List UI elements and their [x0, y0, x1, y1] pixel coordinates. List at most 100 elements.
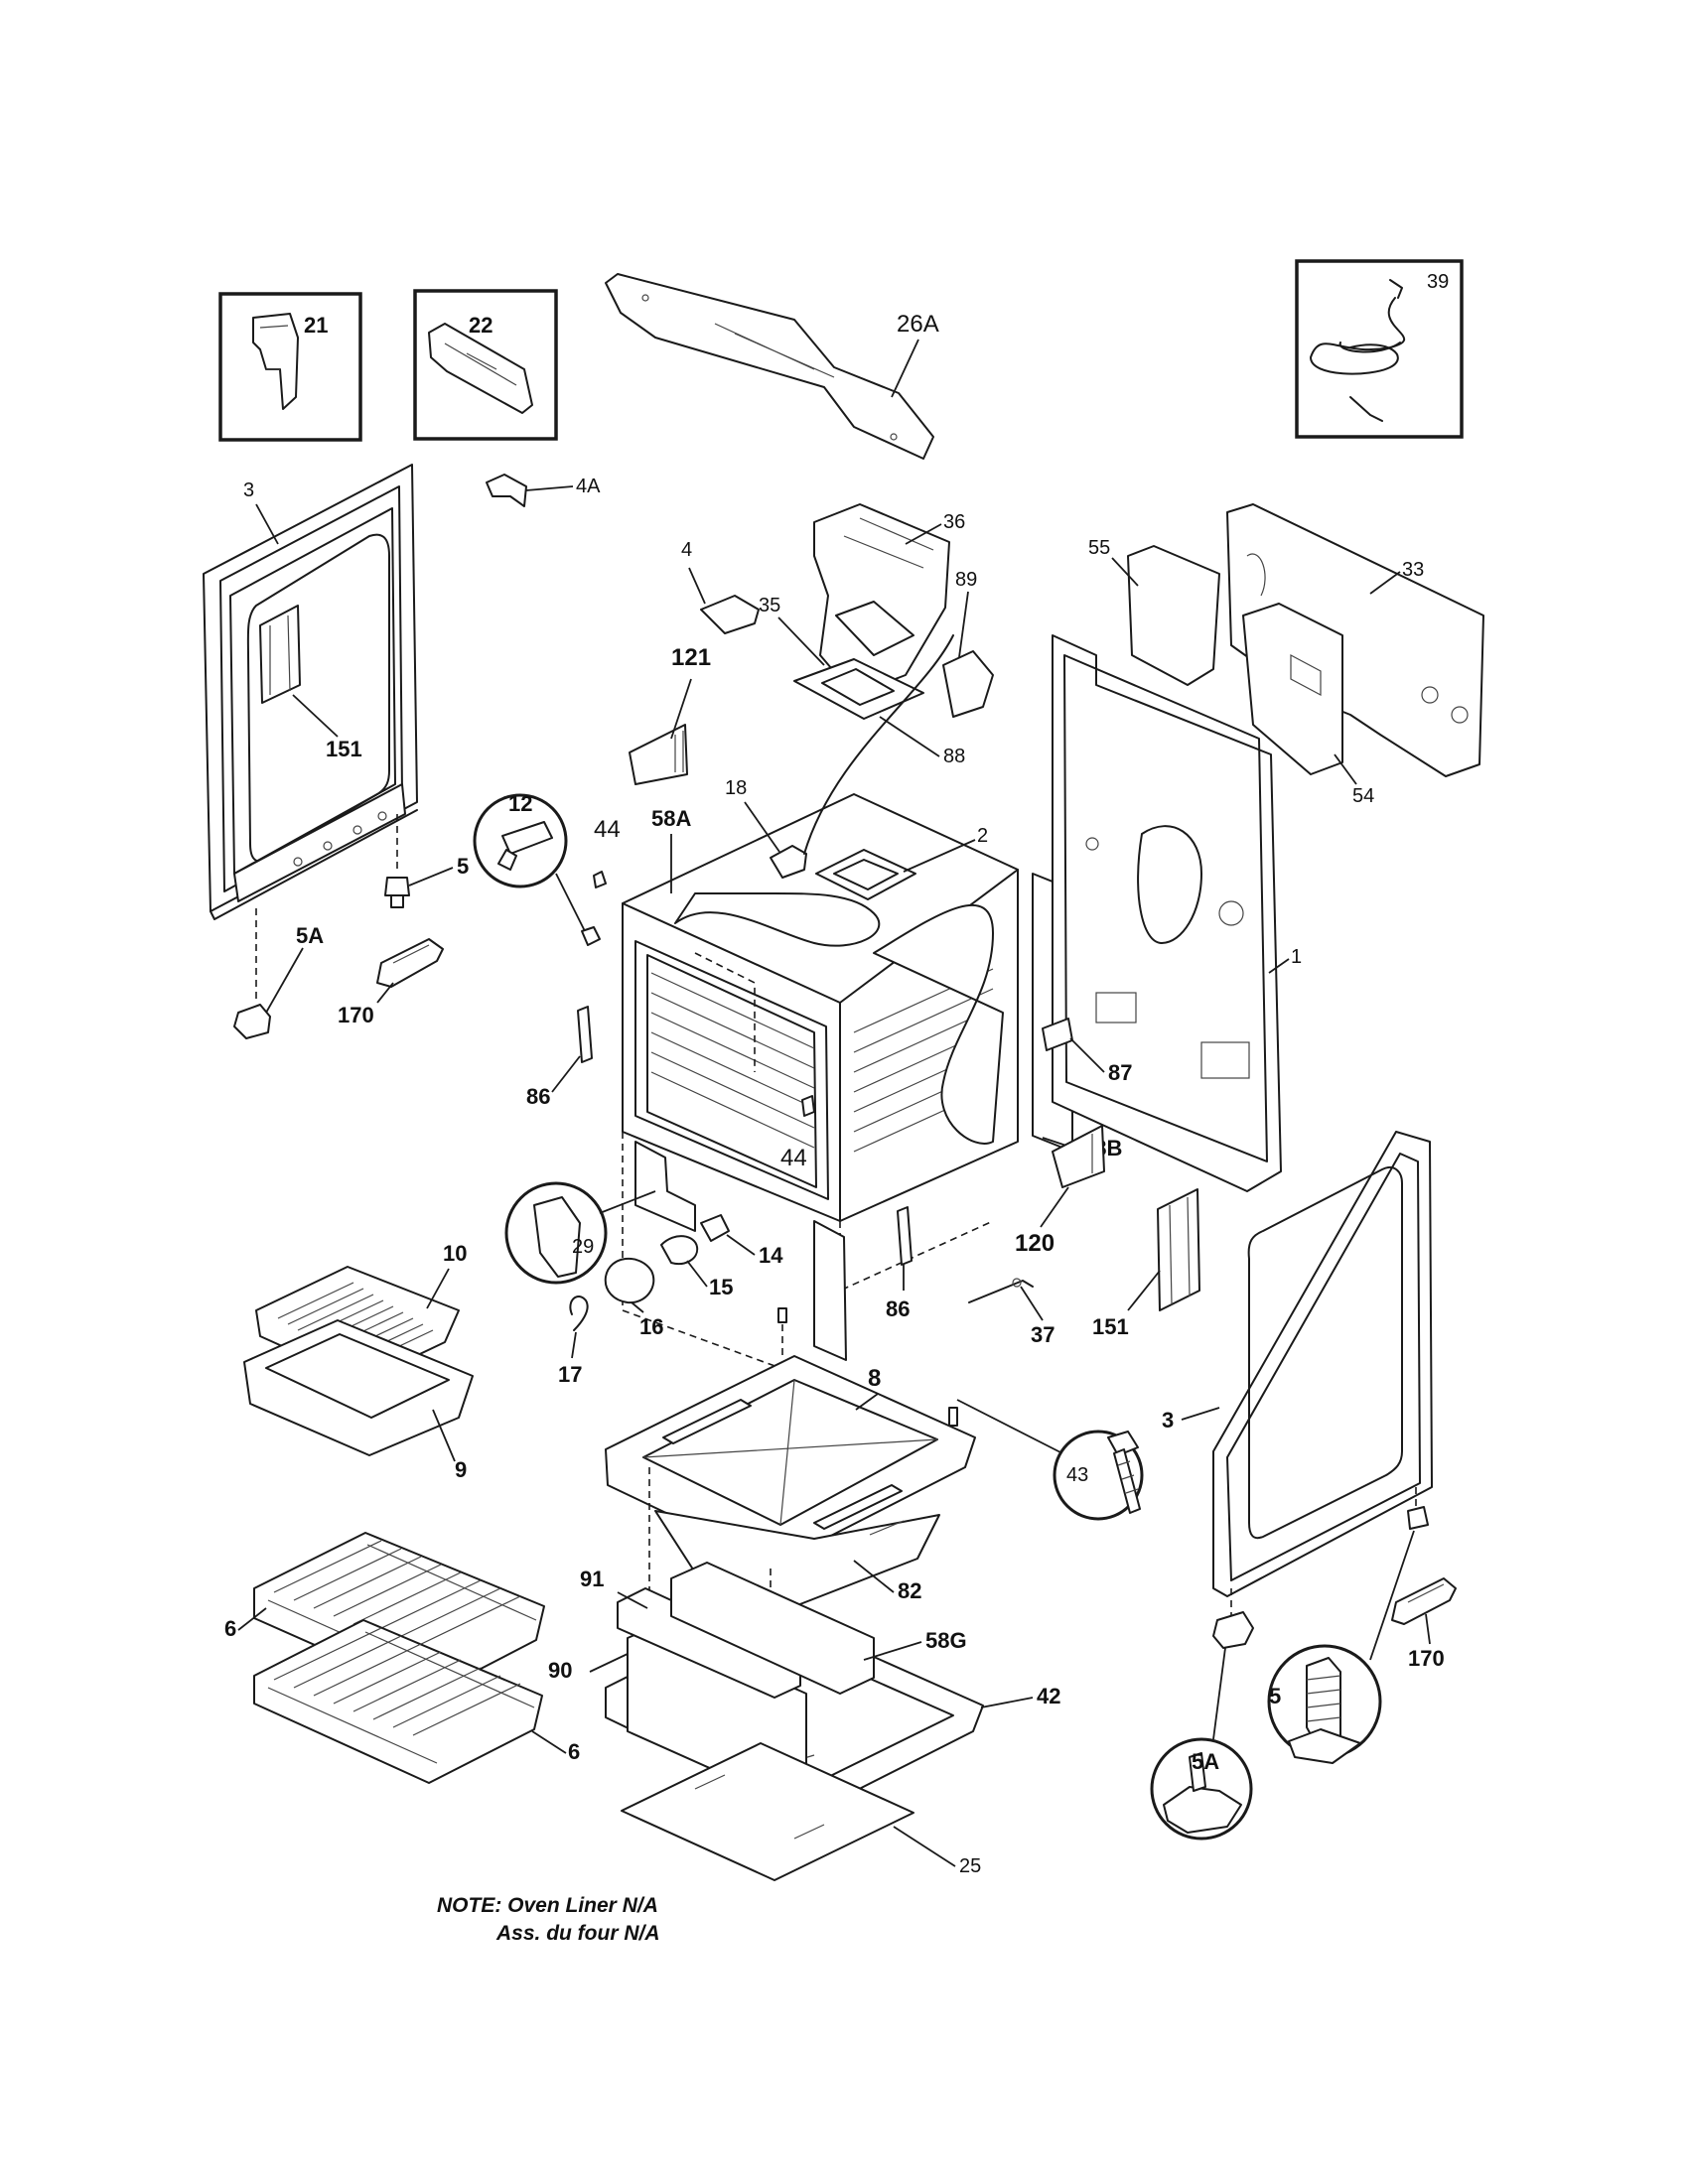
label-58A: 58A — [651, 806, 691, 831]
label-44-upper: 44 — [594, 816, 621, 843]
part-87-connector: 87 — [1042, 1018, 1132, 1085]
part-89-wire-harness: 89 — [803, 569, 994, 855]
part-3-right-side-panel: 3 — [1162, 1131, 1433, 1597]
label-29: 29 — [572, 1236, 594, 1258]
label-17: 17 — [558, 1362, 582, 1387]
label-6-lower: 6 — [568, 1739, 580, 1764]
part-29-lamp-inset: 29 — [504, 1181, 656, 1285]
label-91: 91 — [580, 1567, 604, 1591]
label-4A: 4A — [576, 476, 601, 497]
label-55: 55 — [1088, 537, 1110, 559]
label-8: 8 — [868, 1365, 881, 1392]
label-21: 21 — [304, 313, 328, 338]
label-151-right: 151 — [1092, 1314, 1129, 1339]
part-35-gasket: 35 — [759, 595, 924, 720]
label-39: 39 — [1427, 271, 1449, 293]
part-91-rail: 91 — [580, 1567, 801, 1699]
label-22: 22 — [469, 313, 492, 338]
part-1-back-panel: 1 — [1052, 634, 1302, 1192]
part-58G-insulation: 58G — [670, 1562, 967, 1695]
label-121: 121 — [671, 644, 711, 671]
part-26A-top-brace: 26A — [605, 273, 939, 460]
label-44-lower: 44 — [780, 1145, 807, 1171]
part-4-clip: 4 — [681, 539, 760, 634]
part-37-wire: 37 — [968, 1278, 1055, 1347]
label-86-right: 86 — [886, 1297, 910, 1321]
label-151-left: 151 — [326, 737, 362, 761]
part-5-left-leveler: 5 — [384, 814, 469, 908]
label-5-left: 5 — [457, 854, 469, 879]
label-16: 16 — [639, 1314, 663, 1339]
part-17-wire-clip: 17 — [558, 1296, 589, 1387]
label-86-left: 86 — [526, 1084, 550, 1109]
label-2: 2 — [977, 825, 988, 847]
label-54: 54 — [1352, 785, 1374, 807]
label-90: 90 — [548, 1658, 572, 1683]
label-3-left: 3 — [243, 479, 254, 501]
label-82: 82 — [898, 1578, 921, 1603]
part-151-left-bracket: 151 — [259, 605, 362, 761]
part-54-bracket: 54 — [1242, 603, 1374, 807]
part-170-right-bracket: 170 — [1391, 1577, 1457, 1671]
label-120: 120 — [1015, 1230, 1055, 1257]
label-15: 15 — [709, 1275, 733, 1299]
part-5A-left-foot: 5A — [233, 908, 324, 1039]
label-43: 43 — [1066, 1464, 1088, 1486]
label-170-right: 170 — [1408, 1646, 1445, 1671]
part-121-bracket: 121 — [629, 644, 711, 785]
label-89: 89 — [955, 569, 977, 591]
part-14-lamp-socket: 14 — [700, 1214, 783, 1268]
part-8-oven-bottom: 8 — [605, 1307, 976, 1566]
note-line-1: NOTE: Oven Liner N/A — [437, 1894, 658, 1917]
label-14: 14 — [759, 1243, 783, 1268]
part-151-right-bracket: 151 — [1092, 1188, 1200, 1339]
label-9: 9 — [455, 1457, 467, 1482]
label-26A: 26A — [897, 311, 939, 338]
label-42: 42 — [1037, 1684, 1060, 1708]
label-10: 10 — [443, 1241, 467, 1266]
note-line-2: Ass. du four N/A — [495, 1922, 660, 1945]
label-35: 35 — [759, 595, 780, 616]
label-6-upper: 6 — [224, 1616, 236, 1641]
part-2-vent-plate: 2 — [815, 825, 988, 900]
part-5-right-leveler: 5 — [1267, 1487, 1429, 1764]
label-5A-left: 5A — [296, 923, 324, 948]
label-5-right: 5 — [1269, 1684, 1281, 1708]
part-15-lamp-bulb: 15 — [660, 1235, 733, 1299]
part-16-lamp-cover: 16 — [604, 1257, 663, 1339]
part-55-cover: 55 — [1088, 537, 1220, 686]
part-86-right-clip: 86 — [886, 1206, 913, 1321]
part-170-left-bracket: 170 — [338, 938, 444, 1027]
part-6-upper-rack: 6 — [224, 1532, 545, 1697]
label-37: 37 — [1031, 1322, 1055, 1347]
part-88-bracket: 88 — [879, 716, 965, 767]
part-25-bottom-cover: 25 — [621, 1742, 981, 1881]
label-12: 12 — [508, 791, 532, 816]
inset-box-21: 21 — [218, 292, 362, 442]
part-18-switch: 18 — [725, 777, 807, 879]
label-3-right: 3 — [1162, 1408, 1174, 1433]
part-120-bracket: 120 — [1015, 1125, 1105, 1257]
label-25: 25 — [959, 1855, 981, 1877]
part-12-sensor-inset: 12 — [473, 791, 601, 946]
label-5A-right: 5A — [1192, 1749, 1219, 1774]
label-87: 87 — [1108, 1060, 1132, 1085]
label-18: 18 — [725, 777, 747, 799]
part-3-left-side-panel: 3 — [203, 464, 418, 920]
inset-box-22: 22 — [413, 289, 558, 441]
part-oven-cavity: 58A — [622, 793, 1073, 1391]
part-9-broiler-pan: 9 — [243, 1319, 474, 1482]
diagram-note: NOTE: Oven Liner N/A Ass. du four N/A — [437, 1894, 660, 1945]
part-86-left-clip: 86 — [526, 1006, 593, 1109]
part-44-upper-bulb: 44 — [593, 816, 621, 888]
part-43-screw-inset: 43 — [956, 1399, 1144, 1521]
label-170-left: 170 — [338, 1003, 374, 1027]
label-88: 88 — [943, 746, 965, 767]
part-4A-clip: 4A — [486, 474, 601, 507]
part-6-lower-rack: 6 — [253, 1619, 580, 1784]
label-4: 4 — [681, 539, 692, 561]
label-36: 36 — [943, 511, 965, 533]
part-5A-right-foot: 5A — [1150, 1588, 1254, 1841]
label-33: 33 — [1402, 559, 1424, 581]
